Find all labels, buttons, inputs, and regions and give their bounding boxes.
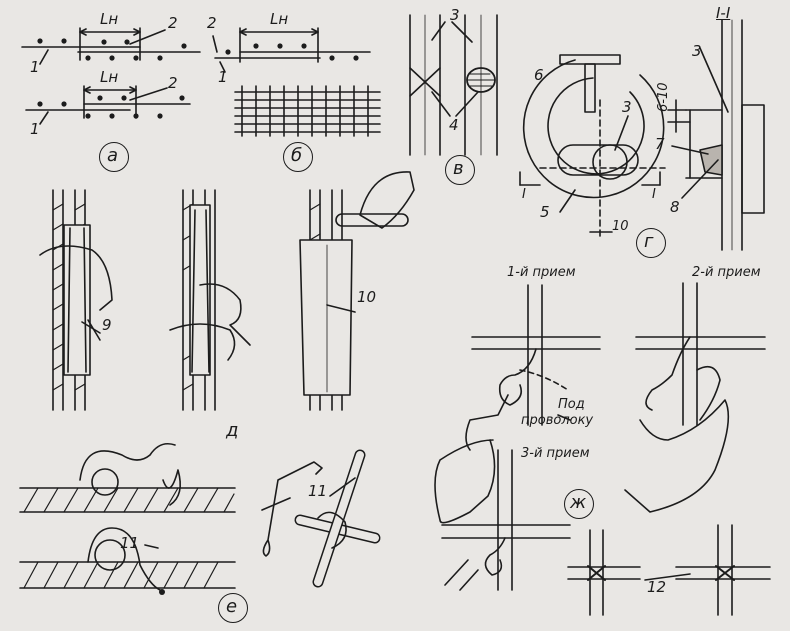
callout-2-b: 2 [207, 14, 217, 32]
panel-g-weld-form [519, 54, 666, 241]
section-I-I [667, 19, 765, 251]
panel-letter-e: е [226, 596, 238, 617]
dim-lap-a-top: Lн [100, 10, 119, 28]
panel-letter-e-ring [218, 593, 248, 623]
callout-8-section: 8 [670, 198, 680, 216]
section-mark-right: I [652, 187, 656, 202]
callout-11-hook: 11 [308, 482, 328, 500]
panel-zh-tying-steps [434, 282, 771, 616]
panel-letter-d: д [226, 420, 239, 441]
callout-5-g: 5 [540, 203, 550, 221]
callout-12-zh: 12 [647, 578, 667, 596]
panel-letter-g-ring [636, 228, 666, 258]
callout-4-v: 4 [449, 116, 459, 134]
step-first-caption: 1-й прием [507, 265, 576, 280]
callout-10-d: 10 [357, 288, 377, 306]
callout-1-a-bottom: 1 [30, 120, 40, 138]
panel-letter-zh: ж [570, 492, 587, 513]
callout-2-a-bottom: 2 [168, 74, 178, 92]
panel-letter-a: а [107, 145, 119, 166]
callout-3-v: 3 [450, 6, 460, 24]
panel-e-tying-cage [19, 442, 236, 591]
under-wire-line1: Под [558, 397, 585, 412]
panel-a-lap-splice [21, 27, 201, 125]
dim-lap-a-bottom: Lн [100, 68, 119, 86]
callout-6-g: 6 [534, 66, 544, 84]
callout-9-d: 9 [102, 316, 112, 334]
dim-lap-b: Lн [270, 10, 289, 28]
callout-1-a-top: 1 [30, 58, 40, 76]
step-third-caption: 3-й прием [521, 446, 590, 461]
callout-7-section: 7 [655, 135, 665, 153]
panel-letter-v: в [453, 158, 464, 179]
callout-2-a-top: 2 [168, 14, 178, 32]
panel-letter-g: г [644, 231, 654, 252]
callout-3-g: 3 [622, 98, 632, 116]
section-title: I-I [716, 4, 731, 22]
panel-letter-b: б [291, 145, 303, 166]
dim-ten-g: 10 [612, 219, 629, 234]
panel-b-mesh-lap [212, 27, 381, 137]
under-wire-line2: проволоку [521, 413, 594, 428]
callout-11-e: 11 [120, 534, 140, 552]
panel-letter-a-ring [99, 142, 129, 172]
panel-letter-zh-ring [564, 489, 594, 519]
dim-gap-section: 6-10 [656, 82, 671, 112]
panel-v-bath-weld [409, 14, 498, 156]
panel-letter-v-ring [445, 155, 475, 185]
callout-1-b: 1 [218, 68, 228, 86]
tying-hook-tool [261, 449, 381, 588]
step-second-caption: 2-й прием [692, 265, 761, 280]
section-mark-left: I [522, 187, 526, 202]
panel-d-cage-bars [39, 171, 415, 411]
callout-3-section: 3 [692, 42, 702, 60]
panel-letter-b-ring [283, 142, 313, 172]
